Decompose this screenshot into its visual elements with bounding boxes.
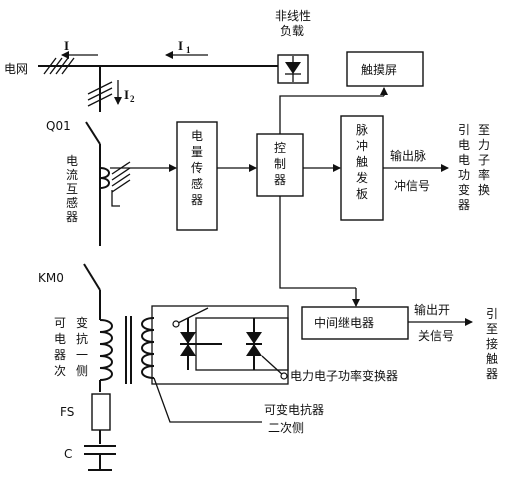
controller-label: 控 制 器 [274, 141, 290, 187]
reactor-primary-coil [99, 316, 132, 392]
contactor-label: KM0 [38, 271, 64, 285]
pulse-target-col1: 引 电 电 功 变 器 [458, 123, 474, 212]
pulse-output-line2: 冲信号 [394, 178, 430, 193]
current-branch-label: I [124, 87, 129, 102]
current-total-label: I [64, 38, 69, 53]
current-transformer-label: 电 流 互 感 器 [66, 154, 82, 224]
grid-bus [38, 57, 278, 75]
relay-box [301, 306, 409, 340]
relay-output-line2: 关信号 [418, 329, 454, 343]
fuse-symbol [91, 393, 111, 444]
reactor-secondary-line1: 可变电抗器 [264, 402, 324, 417]
current-branch-sub: 2 [130, 94, 135, 104]
variable-reactor-col-left: 可 电 器 次 [54, 316, 70, 378]
converter-box [151, 305, 289, 385]
breaker-label: Q01 [46, 119, 71, 133]
nonlinear-load-label-1: 非线性 [275, 9, 311, 23]
reactor-secondary-coil [141, 317, 155, 379]
touch-screen-box [346, 51, 424, 87]
converter-pointer [172, 307, 288, 380]
power-sensor-box [176, 121, 218, 231]
power-sensor-label: 电 量 传 感 器 [191, 129, 207, 207]
relay-label: 中间继电器 [314, 315, 374, 330]
relay-output-line1: 输出开 [414, 302, 450, 317]
controller-relay-link [279, 196, 360, 307]
capacitor-symbol [84, 445, 116, 471]
nonlinear-load-label-2: 负载 [280, 24, 304, 38]
touch-screen-label: 触摸屏 [361, 63, 397, 77]
reactor-secondary-leader [153, 377, 262, 423]
pulse-board-label: 脉 冲 触 发 板 [356, 122, 372, 201]
fuse-label: FS [60, 405, 74, 419]
converter-label: 电力电子功率变换器 [290, 368, 398, 383]
grid-label: 电网 [4, 62, 28, 76]
variable-reactor-col-right: 变 抗 一 侧 [76, 315, 92, 378]
pulse-output-line1: 输出脉 [390, 148, 426, 163]
contactor-switch [83, 263, 101, 320]
capacitor-label: C [64, 447, 72, 461]
breaker-switch [85, 121, 101, 246]
reactor-secondary-line2: 二次侧 [268, 421, 304, 435]
current-load-label: I [178, 38, 183, 53]
controller-touch-link [279, 87, 388, 134]
nonlinear-load-box [277, 54, 309, 84]
current-load-sub: 1 [186, 45, 191, 55]
grid-branch [87, 66, 113, 112]
relay-target: 引 至 接 触 器 [486, 307, 502, 381]
pulse-target-col2: 至 力 子 率 换 [478, 123, 494, 197]
